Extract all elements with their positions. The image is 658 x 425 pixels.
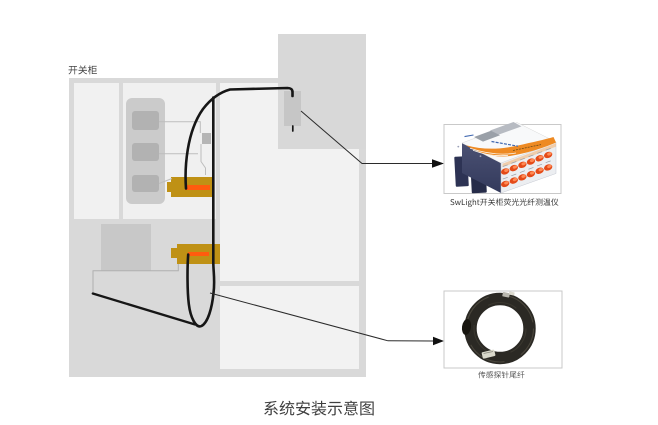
instrument-label-outline bbox=[450, 198, 559, 207]
pigtail-callout bbox=[443, 290, 563, 369]
sensor-connector-1-stripe bbox=[184, 185, 210, 190]
leader-pigtail-line bbox=[209, 292, 434, 342]
cabinet-panel-right-lower bbox=[220, 286, 359, 369]
leader-pigtail-arrowhead-icon bbox=[433, 336, 444, 346]
fc-port-number-print bbox=[545, 160, 551, 164]
leader-pigtail bbox=[209, 292, 444, 346]
instrument-photo bbox=[454, 122, 557, 194]
pigtail-label-tag-print bbox=[483, 351, 494, 354]
fc-port-number-print bbox=[545, 148, 551, 151]
instrument-screw-2 bbox=[479, 155, 482, 158]
contact-wire-1 bbox=[159, 121, 201, 133]
fiber-to-sensor-1 bbox=[184, 86, 294, 190]
pigtail-photo bbox=[461, 291, 536, 365]
fiber-exit-run bbox=[91, 292, 197, 326]
fiber-to-sensor-2 bbox=[186, 96, 216, 328]
title-outline bbox=[264, 400, 374, 416]
drawer-outline bbox=[92, 264, 179, 294]
breaker-contact-3 bbox=[132, 175, 159, 192]
label-outlines bbox=[68, 65, 559, 416]
fc-port-highlight-icon bbox=[521, 162, 526, 166]
fc-port-highlight-icon bbox=[512, 177, 518, 182]
fc-port-highlight-icon bbox=[512, 165, 518, 169]
cabinet-label-outline bbox=[68, 65, 97, 75]
instrument-side-face bbox=[462, 143, 501, 193]
fc-port-number-print bbox=[502, 164, 508, 167]
leader-instrument-arrowhead-icon bbox=[432, 159, 444, 168]
instrument-brand-band bbox=[466, 137, 556, 157]
fc-port-number-print bbox=[511, 161, 517, 164]
cabinet-panel-left bbox=[74, 83, 119, 219]
sensor-connector-2-tab bbox=[171, 248, 177, 258]
fc-port-number-print bbox=[502, 176, 508, 180]
instrument-label: SwLight开关柜荧光光纤测温仪 bbox=[450, 198, 557, 206]
pigtail-label-outline bbox=[478, 371, 525, 379]
contact-wire-3 bbox=[158, 178, 173, 184]
leader-instrument bbox=[300, 110, 444, 168]
pigtail-label: 传感探针尾纤 bbox=[478, 371, 525, 379]
pigtail-wrap bbox=[461, 319, 472, 335]
fc-port-number-print bbox=[528, 154, 534, 158]
fc-port-number-print bbox=[519, 170, 526, 173]
fc-port-number-print bbox=[536, 163, 543, 167]
fc-port-highlight-icon bbox=[538, 168, 543, 172]
junction-block bbox=[202, 133, 211, 144]
fc-port-number-print bbox=[511, 173, 517, 177]
instrument-front-band-reflection bbox=[502, 143, 556, 168]
instrument-display-panel bbox=[490, 122, 522, 135]
cabinet-label: 开关柜 bbox=[68, 65, 97, 75]
sensor-connector-2-stripe bbox=[188, 252, 209, 257]
instrument-model-print bbox=[491, 140, 519, 147]
contact-wires bbox=[158, 121, 206, 184]
diagram-title: 系统安装示意图 bbox=[263, 401, 375, 417]
pigtail-coil-sheen-2 bbox=[473, 301, 527, 356]
fc-port-highlight-icon bbox=[547, 164, 552, 168]
optical-fibers bbox=[91, 86, 294, 328]
pigtail-ferrule bbox=[502, 291, 510, 298]
contact-wire-4 bbox=[200, 144, 206, 175]
instrument-ports bbox=[501, 148, 553, 188]
fc-port-number-print bbox=[519, 157, 526, 161]
fc-port-highlight-icon bbox=[504, 168, 509, 172]
fc-port-highlight-icon bbox=[504, 181, 509, 185]
instrument-label-panel bbox=[474, 130, 500, 142]
sensor-connector-1-tab bbox=[167, 182, 172, 192]
fc-port-highlight-icon bbox=[521, 174, 526, 178]
instrument-screw-1 bbox=[457, 145, 460, 148]
fc-port-highlight-icon bbox=[529, 171, 535, 175]
instrument-band-swoosh bbox=[469, 147, 517, 157]
instrument-band-print bbox=[512, 144, 542, 151]
breaker-contact-1 bbox=[132, 111, 159, 130]
instrument-logo-print bbox=[464, 134, 474, 138]
cabinet-drawer-block bbox=[101, 224, 151, 271]
instrument-callout bbox=[443, 122, 562, 194]
fc-port-highlight-icon bbox=[538, 155, 543, 159]
breaker-contact-2 bbox=[132, 143, 159, 161]
leader-instrument-line bbox=[300, 110, 433, 164]
fc-port-number-print bbox=[536, 151, 543, 154]
pigtail-ferrule-tip bbox=[508, 291, 515, 296]
terminal-box bbox=[284, 91, 301, 126]
pigtail-coil-sheen-1 bbox=[465, 294, 535, 363]
fc-port-highlight-icon bbox=[547, 152, 552, 156]
fc-port-number-print bbox=[528, 167, 534, 170]
fc-port-highlight-icon bbox=[529, 158, 535, 163]
